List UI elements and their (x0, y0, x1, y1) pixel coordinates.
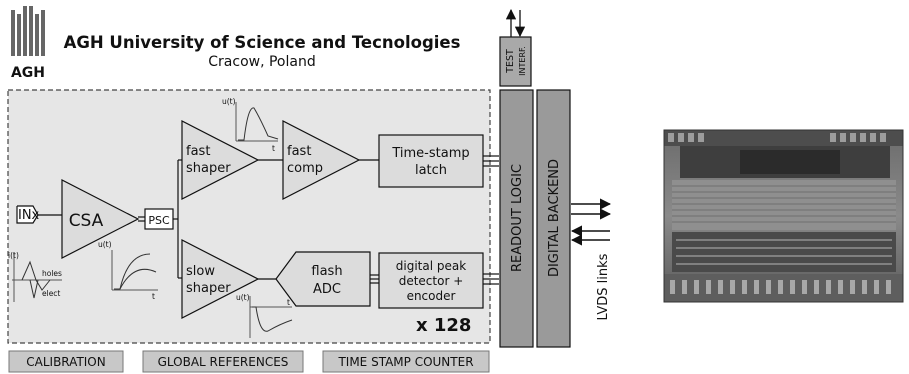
peak-detector-label-1: digital peak (396, 259, 466, 273)
digital-backend-block: DIGITAL BACKEND (536, 89, 571, 348)
peak-detector-block: digital peak detector + encoder (378, 252, 484, 309)
electrons-label: elect (42, 289, 60, 298)
peak-detector-label-3: encoder (407, 289, 456, 303)
psc-label: PSC (148, 214, 170, 227)
test-interface-label-1: TEST (505, 49, 516, 74)
location-subtitle: Cracow, Poland (208, 54, 315, 70)
timestamp-latch-label-2: latch (415, 163, 447, 178)
time-stamp-counter-label: TIME STAMP COUNTER (337, 355, 473, 369)
timestamp-latch-label-1: Time-stamp (391, 146, 469, 161)
fast-shaper-label-1: fast (186, 144, 210, 159)
timestamp-latch-block: Time-stamp latch (378, 134, 484, 188)
university-title: AGH University of Science and Tecnologie… (64, 33, 461, 52)
test-interface-label-2: INTERF. (518, 46, 527, 76)
lvds-label: LVDS links (596, 253, 611, 320)
input-label: INx (18, 208, 40, 223)
fast-shaper-label-2: shaper (186, 161, 231, 176)
csa-label: CSA (69, 211, 104, 231)
fast-shaper-block: fast shaper (181, 120, 260, 200)
csa-output-plot: u(t) t (98, 240, 158, 301)
flash-adc-label-2: ADC (313, 282, 341, 297)
channel-multiplier: x 128 (416, 315, 471, 336)
fast-comp-block: fast comp (282, 120, 361, 200)
flash-adc-label-1: flash (311, 264, 342, 279)
agh-logo: AGH (11, 6, 45, 81)
lvds-links: LVDS links (570, 198, 612, 320)
fast-shaper-time-label: t (272, 144, 275, 153)
slow-shaper-label-1: slow (186, 264, 215, 279)
fast-shaper-output-plot: u(t) t (222, 97, 279, 153)
csa-axis-label: u(t) (98, 240, 112, 249)
flash-adc-block: flash ADC (275, 251, 371, 307)
psc-block: PSC (144, 208, 174, 230)
global-references-label: GLOBAL REFERENCES (158, 355, 289, 369)
time-stamp-counter-block: TIME STAMP COUNTER (322, 350, 490, 373)
input-block: INx (16, 205, 62, 224)
calibration-block: CALIBRATION (8, 350, 124, 373)
slow-shaper-block: slow shaper (181, 239, 260, 319)
fast-comp-label-2: comp (287, 161, 323, 176)
holes-label: holes (42, 269, 62, 278)
current-axis-label: i(t) (8, 251, 19, 260)
current-pulse-plot: i(t) holes elect (8, 251, 62, 302)
digital-backend-label: DIGITAL BACKEND (547, 159, 562, 277)
slow-shaper-label-2: shaper (186, 281, 231, 296)
logo-text: AGH (11, 65, 45, 81)
peak-detector-label-2: detector + (399, 274, 464, 288)
slow-shaper-axis-label: u(t) (236, 293, 250, 302)
readout-logic-label: READOUT LOGIC (510, 164, 525, 272)
chip-photo (663, 129, 904, 303)
test-interface-block: TEST INTERF. (499, 36, 532, 87)
csa-time-label: t (152, 292, 155, 301)
calibration-label: CALIBRATION (26, 355, 105, 369)
readout-logic-block: READOUT LOGIC (499, 89, 534, 348)
global-references-block: GLOBAL REFERENCES (142, 350, 304, 373)
csa-block: CSA (61, 179, 140, 259)
fast-comp-label-1: fast (287, 144, 311, 159)
slow-shaper-time-label: t (287, 298, 290, 307)
slow-shaper-output-plot: u(t) t (236, 293, 293, 338)
fast-shaper-axis-label: u(t) (222, 97, 236, 106)
